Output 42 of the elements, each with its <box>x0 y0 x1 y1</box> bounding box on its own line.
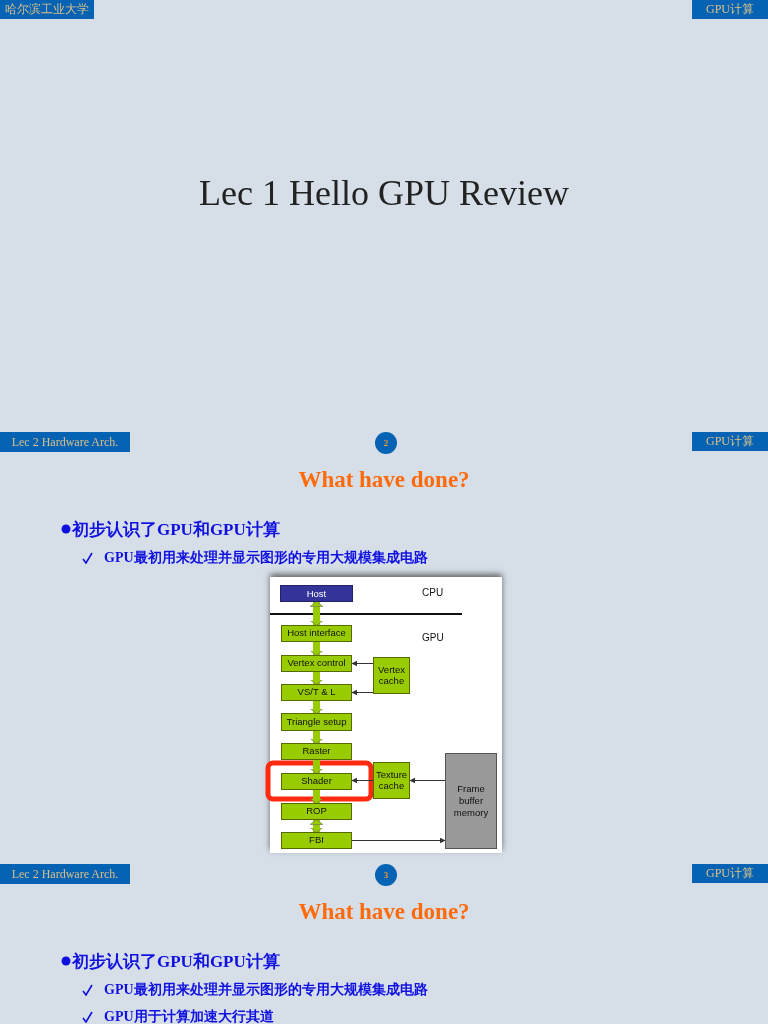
header-tag: Lec 2 Hardware Arch. <box>0 432 130 452</box>
arrow <box>313 642 320 656</box>
slide-heading: What have done? <box>297 899 471 925</box>
process-box: Triangle setup <box>281 713 352 731</box>
arrow <box>409 777 446 784</box>
arrow <box>313 601 320 626</box>
header-tag: GPU计算 <box>692 0 768 19</box>
process-box: Raster <box>281 743 352 760</box>
header-tag: Lec 2 Hardware Arch. <box>0 864 130 884</box>
header-tag: GPU计算 <box>692 432 768 451</box>
bullet-text: GPU用于计算加速大行其道 <box>104 1008 274 1024</box>
bullet-text: GPU最初用来处理并显示图形的专用大规模集成电路 <box>104 981 428 999</box>
arrow <box>351 777 374 784</box>
arrow <box>313 701 320 714</box>
page-number: 2 <box>375 432 397 454</box>
bullet-text: 初步认识了GPU和GPU计算 <box>72 519 280 541</box>
header-tag: GPU计算 <box>692 864 768 883</box>
slide-heading: What have done? <box>297 467 471 493</box>
arrow <box>313 672 320 685</box>
arrow <box>351 837 446 844</box>
process-box: Host interface <box>281 625 352 642</box>
process-box: VS/T & L <box>281 684 352 701</box>
process-box: Shader <box>281 773 352 790</box>
arrow <box>351 660 374 667</box>
bullet-text: 初步认识了GPU和GPU计算 <box>72 951 280 973</box>
page-number: 3 <box>375 864 397 886</box>
region-label: GPU <box>422 632 444 643</box>
process-box: ROP <box>281 803 352 820</box>
bullet-text: GPU最初用来处理并显示图形的专用大规模集成电路 <box>104 549 428 567</box>
region-label: CPU <box>422 587 444 598</box>
arrow <box>351 689 374 696</box>
process-box: Vertex control <box>281 655 352 672</box>
memory-box: Frame buffer memory <box>445 753 497 849</box>
process-box: FBI <box>281 832 352 849</box>
arrow <box>313 790 320 804</box>
process-box: Host <box>280 585 353 602</box>
header-tag: 哈尔滨工业大学 <box>0 0 94 19</box>
slide-title: Lec 1 Hello GPU Review <box>198 172 570 214</box>
cache-box: Texture cache <box>373 762 410 799</box>
arrow <box>313 760 320 774</box>
cache-box: Vertex cache <box>373 657 410 694</box>
arrow <box>313 731 320 744</box>
